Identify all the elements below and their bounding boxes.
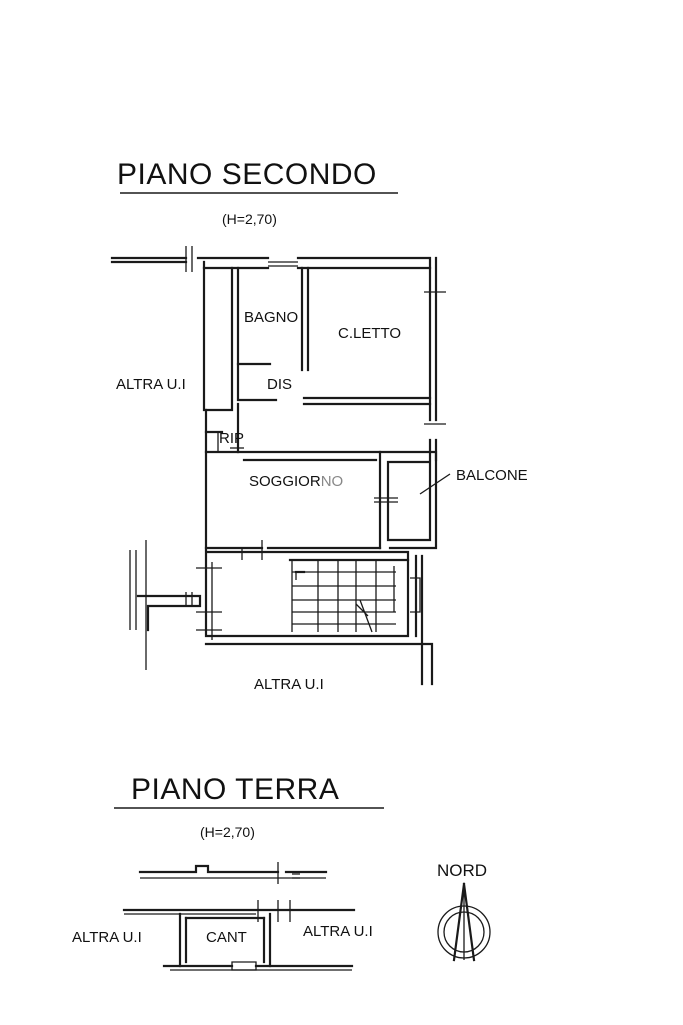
room-label-soggiorno-part1: SOGGIOR: [249, 473, 321, 490]
second-floor-plan: [110, 246, 451, 686]
second-floor-title: PIANO SECONDO: [117, 158, 377, 191]
neighbor-label-west-ground: ALTRA U.I: [72, 929, 142, 946]
room-label-rip: RIP: [219, 430, 245, 447]
ground-floor-height: (H=2,70): [200, 824, 255, 840]
ground-floor-plan: [122, 862, 356, 971]
room-label-c-letto: C.LETTO: [338, 325, 402, 342]
room-label-dis: DIS: [267, 376, 293, 393]
room-label-soggiorno: SOGGIORNO: [249, 474, 343, 489]
neighbor-label-south-second: ALTRA U.I: [254, 676, 324, 693]
north-arrow-icon: [437, 882, 491, 962]
neighbor-label-east-ground: ALTRA U.I: [303, 923, 373, 940]
ground-floor-title: PIANO TERRA: [131, 773, 340, 806]
room-label-bagno: BAGNO: [244, 309, 299, 326]
compass-label: NORD: [437, 861, 488, 880]
second-floor-height: (H=2,70): [222, 211, 277, 227]
room-label-soggiorno-part2: NO: [320, 473, 344, 490]
neighbor-label-west-second: ALTRA U.I: [116, 376, 186, 393]
room-label-balcone: BALCONE: [456, 467, 528, 484]
room-label-cant: CANT: [206, 929, 247, 946]
